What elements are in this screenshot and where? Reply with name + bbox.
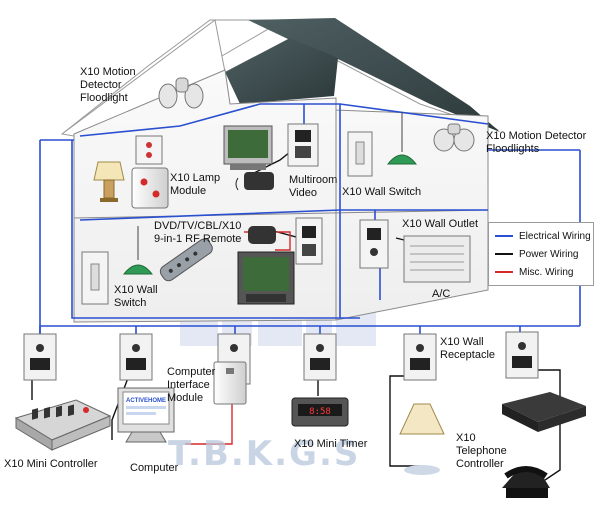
multiroom-video-outlet: [287, 123, 319, 167]
computer-icon: ACTIVEHOME: [117, 387, 175, 443]
wall-outlet-icon: [359, 219, 389, 269]
label-wall-receptacle: X10 Wall Receptacle: [440, 336, 496, 361]
watermark-text: T.B.K.G.S: [168, 434, 361, 474]
label-mini-controller: X10 Mini Controller: [4, 458, 98, 470]
upper-outlet: [135, 135, 163, 165]
legend-swatch-power: [495, 253, 513, 255]
label-mini-timer: X10 Mini Timer: [294, 438, 368, 450]
outlet-computer: [119, 333, 153, 381]
legend-swatch-electrical: [495, 235, 513, 237]
outlet-wall-receptacle: [403, 333, 437, 381]
label-wall-outlet: X10 Wall Outlet: [402, 218, 479, 230]
label-computer-interface: Computer Interface Module: [167, 366, 216, 404]
motion-floodlights-right: [433, 123, 475, 152]
rf-remote-icon: [159, 238, 213, 282]
mini-timer-icon: 8:58: [291, 397, 349, 427]
motion-floodlight-left: [158, 77, 204, 109]
label-lamp-module: X10 Lamp Module: [170, 172, 221, 197]
legend-label-electrical: Electrical Wiring: [519, 230, 591, 242]
tv-lower-icon: [237, 251, 295, 305]
telephone-icon: [502, 466, 550, 498]
wiring-legend: Electrical Wiring Power Wiring Misc. Wir…: [488, 222, 594, 286]
legend-label-misc: Misc. Wiring: [519, 266, 574, 278]
tv-upper-icon: [223, 125, 273, 170]
computer-interface-module-icon: [213, 361, 247, 405]
label-multiroom-video: Multiroom Video: [289, 174, 338, 199]
label-motion-floodlights-right: X10 Motion Detector Floodlights: [486, 130, 587, 155]
legend-electrical: Electrical Wiring: [495, 229, 591, 243]
outlet-mini-controller: [23, 333, 57, 381]
house-roof: [60, 18, 500, 137]
label-telephone-controller: X10 Telephone Controller: [456, 432, 507, 470]
rf-transmitter-icon: [235, 172, 274, 191]
label-ac: A/C: [432, 288, 451, 300]
label-rf-remote: DVD/TV/CBL/X10 9-in-1 RF Remote: [154, 220, 242, 245]
outlet-mini-timer: [303, 333, 337, 381]
label-wall-switch-upper: X10 Wall Switch: [342, 186, 422, 198]
label-computer: Computer: [130, 462, 179, 474]
computer-screen-text: ACTIVEHOME: [126, 398, 166, 404]
wall-switch-lower-icon: [81, 251, 109, 305]
floor-lamp-icon: [399, 403, 445, 475]
legend-misc: Misc. Wiring: [495, 265, 573, 279]
video-outlet-lower: [295, 217, 323, 265]
electrical-wiring: [39, 103, 581, 346]
ac-unit-icon: [403, 235, 471, 283]
legend-power: Power Wiring: [495, 247, 578, 261]
table-lamp-icon: [93, 161, 125, 202]
timer-display: 8:58: [309, 407, 331, 417]
legend-swatch-misc: [495, 271, 513, 273]
lamp-module-icon: [131, 167, 169, 209]
pendant-lamp-lower-icon: [122, 226, 154, 275]
rf-transmitter-lower-icon: [248, 226, 276, 244]
wall-switch-upper-icon: [347, 131, 373, 177]
legend-label-power: Power Wiring: [519, 248, 579, 260]
label-wall-switch-lower: X10 Wall Switch: [114, 284, 158, 309]
mini-controller-icon: [14, 399, 112, 451]
telephone-controller-icon: [502, 392, 586, 432]
outlet-telephone: [505, 331, 539, 379]
label-motion-floodlight-left: X10 Motion Detector Floodlight: [80, 66, 136, 104]
pendant-lamp-upper-icon: [386, 112, 418, 165]
